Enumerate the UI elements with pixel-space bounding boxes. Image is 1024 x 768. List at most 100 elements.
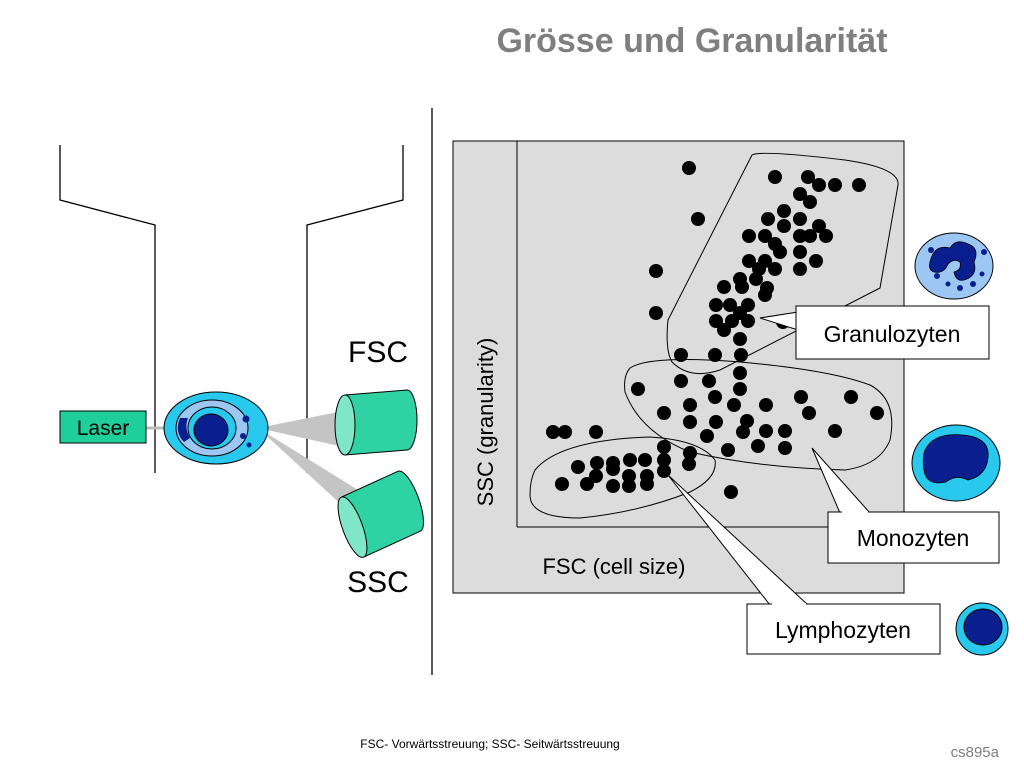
scatter-dot bbox=[725, 314, 739, 328]
scatter-dot bbox=[793, 262, 807, 276]
scatter-dot bbox=[589, 425, 603, 439]
scatter-dot bbox=[870, 406, 884, 420]
scatter-dot bbox=[682, 457, 696, 471]
gate-granulocytes bbox=[666, 152, 899, 375]
scatter-dot bbox=[812, 178, 826, 192]
scatter-dot bbox=[674, 374, 688, 388]
scatter-dot bbox=[777, 219, 791, 233]
scatter-dot bbox=[777, 204, 791, 218]
scatter-dot bbox=[812, 219, 826, 233]
scatter-dot bbox=[741, 298, 755, 312]
scatter-dot bbox=[657, 453, 671, 467]
scatter-dot bbox=[683, 446, 697, 460]
scatter-dot bbox=[802, 406, 816, 420]
ssc-beam bbox=[258, 428, 358, 508]
scatter-dot bbox=[809, 254, 823, 268]
slide-code: cs895a bbox=[950, 744, 999, 761]
scatter-dot bbox=[828, 424, 842, 438]
scatter-dot bbox=[640, 477, 654, 491]
laser-label-box: Laser bbox=[59, 410, 147, 444]
scatter-dot bbox=[674, 348, 688, 362]
scatter-dot bbox=[682, 161, 696, 175]
scatter-dot bbox=[723, 298, 737, 312]
scatter-dot bbox=[717, 323, 731, 337]
scatter-dot bbox=[580, 477, 594, 491]
scatter-dot bbox=[631, 382, 645, 396]
label-granulozyten: Granulozyten bbox=[824, 321, 961, 347]
scatter-dot bbox=[758, 229, 772, 243]
scatter-dot bbox=[740, 414, 754, 428]
scatter-dot bbox=[793, 187, 807, 201]
scatter-dot bbox=[758, 288, 772, 302]
scatter-dot bbox=[724, 485, 738, 499]
scatter-dot bbox=[735, 280, 749, 294]
scatter-dot bbox=[778, 441, 792, 455]
x-axis-label: FSC (cell size) bbox=[542, 554, 685, 579]
scatter-dot bbox=[751, 439, 765, 453]
scatter-dot bbox=[844, 390, 858, 404]
scatter-dot bbox=[761, 212, 775, 226]
monocyte-icon bbox=[911, 424, 1001, 502]
callout-lymphozyten: Lymphozyten bbox=[667, 474, 941, 655]
scatter-dot bbox=[727, 398, 741, 412]
scatter-dot bbox=[759, 398, 773, 412]
scatter-dot bbox=[700, 429, 714, 443]
scatter-dot bbox=[657, 464, 671, 478]
scatter-dot bbox=[793, 212, 807, 226]
scatter-dot bbox=[768, 262, 782, 276]
scatter-dot bbox=[590, 456, 604, 470]
fsc-detector bbox=[334, 389, 418, 456]
scatter-dot bbox=[683, 398, 697, 412]
scatter-dot bbox=[606, 479, 620, 493]
scatter-dot bbox=[638, 453, 652, 467]
label-monozyten: Monozyten bbox=[857, 525, 970, 551]
scatter-dot bbox=[708, 348, 722, 362]
ssc-detector bbox=[337, 470, 424, 558]
scatter-dot bbox=[546, 425, 560, 439]
scatter-dot bbox=[709, 314, 723, 328]
scatter-points bbox=[546, 161, 884, 499]
scatter-dot bbox=[702, 374, 716, 388]
scatter-dot bbox=[828, 178, 842, 192]
cell-in-flow bbox=[163, 391, 269, 465]
scatter-dot bbox=[773, 245, 787, 259]
scatter-dot bbox=[623, 453, 637, 467]
scatter-dot bbox=[649, 306, 663, 320]
scatter-dot bbox=[741, 314, 755, 328]
scatter-dot bbox=[606, 462, 620, 476]
scatter-dot bbox=[742, 254, 756, 268]
scatter-dot bbox=[691, 212, 705, 226]
footnote: FSC- Vorwärtsstreuung; SSC- Seitwärtsstr… bbox=[360, 737, 620, 751]
scatter-dot bbox=[622, 479, 636, 493]
scatter-dot bbox=[803, 195, 817, 209]
slide-title: Grösse und Granularität bbox=[496, 22, 888, 60]
scatter-dot bbox=[558, 425, 572, 439]
flow-chamber bbox=[59, 145, 404, 473]
label-lymphozyten: Lymphozyten bbox=[775, 617, 911, 643]
laser-label: Laser bbox=[77, 417, 130, 440]
scatter-dot bbox=[768, 170, 782, 184]
scatter-dot bbox=[733, 332, 747, 346]
scatter-dot bbox=[649, 264, 663, 278]
scatter-dot bbox=[733, 382, 747, 396]
scatter-dot bbox=[793, 229, 807, 243]
scatter-dot bbox=[778, 424, 792, 438]
callout-granulozyten: Granulozyten bbox=[759, 305, 990, 360]
scatter-dot bbox=[657, 406, 671, 420]
lymphocyte-icon bbox=[955, 602, 1009, 656]
scatter-dot bbox=[589, 469, 603, 483]
fsc-beam bbox=[258, 410, 348, 448]
scatter-dot bbox=[721, 443, 735, 457]
scatter-dot bbox=[622, 469, 636, 483]
scatter-dot bbox=[555, 477, 569, 491]
scatter-dot bbox=[683, 415, 697, 429]
fsc-detector-label: FSC bbox=[348, 336, 408, 369]
gate-lymphocytes bbox=[529, 436, 716, 519]
scatter-dot bbox=[803, 229, 817, 243]
scatter-dot bbox=[794, 390, 808, 404]
scatter-dot bbox=[801, 170, 815, 184]
scatter-dot bbox=[736, 425, 750, 439]
callout-monozyten: Monozyten bbox=[811, 447, 1000, 564]
y-axis-label: SSC (granularity) bbox=[473, 338, 498, 507]
